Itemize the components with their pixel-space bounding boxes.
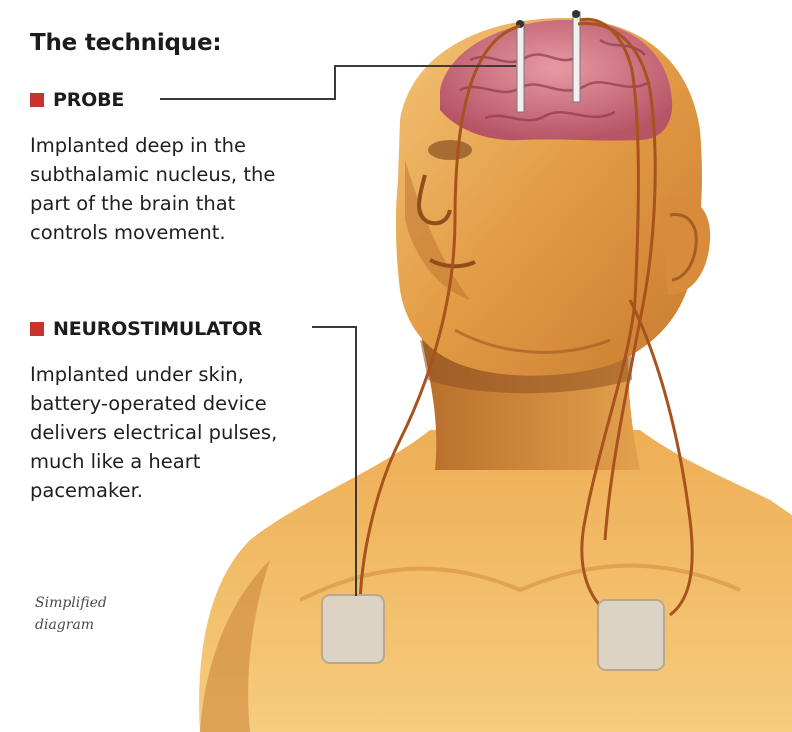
probe-description-line: controls movement. bbox=[30, 218, 275, 247]
neurostimulator-description-line: battery-operated device bbox=[30, 389, 277, 418]
probe-description-line: part of the brain that bbox=[30, 189, 275, 218]
neurostimulator-label-row: NEUROSTIMULATOR bbox=[30, 318, 262, 340]
probe-description-line: subthalamic nucleus, the bbox=[30, 160, 275, 189]
neurostimulator-description: Implanted under skin, battery-operated d… bbox=[30, 360, 277, 505]
ear-shape bbox=[660, 197, 710, 295]
probe-description-line: Implanted deep in the bbox=[30, 131, 275, 160]
note-line: diagram bbox=[35, 614, 107, 636]
neurostimulator-left bbox=[322, 595, 384, 663]
neurostimulator-description-line: Implanted under skin, bbox=[30, 360, 277, 389]
neurostimulator-description-line: delivers electrical pulses, bbox=[30, 418, 277, 447]
neurostimulator-right bbox=[598, 600, 664, 670]
neurostimulator-label: NEUROSTIMULATOR bbox=[53, 318, 262, 340]
probe-label-row: PROBE bbox=[30, 89, 124, 111]
probe-description: Implanted deep in the subthalamic nucleu… bbox=[30, 131, 275, 247]
neurostimulator-description-line: pacemaker. bbox=[30, 476, 277, 505]
probe-right bbox=[573, 12, 580, 102]
neurostimulator-description-line: much like a heart bbox=[30, 447, 277, 476]
note-line: Simplified bbox=[35, 592, 107, 614]
probe-bullet-icon bbox=[30, 93, 44, 107]
simplified-diagram-note: Simplified diagram bbox=[35, 592, 107, 636]
neurostimulator-bullet-icon bbox=[30, 322, 44, 336]
probe-left bbox=[517, 22, 524, 112]
probe-label: PROBE bbox=[53, 89, 124, 111]
diagram-heading: The technique: bbox=[30, 30, 221, 56]
eye bbox=[428, 140, 472, 160]
